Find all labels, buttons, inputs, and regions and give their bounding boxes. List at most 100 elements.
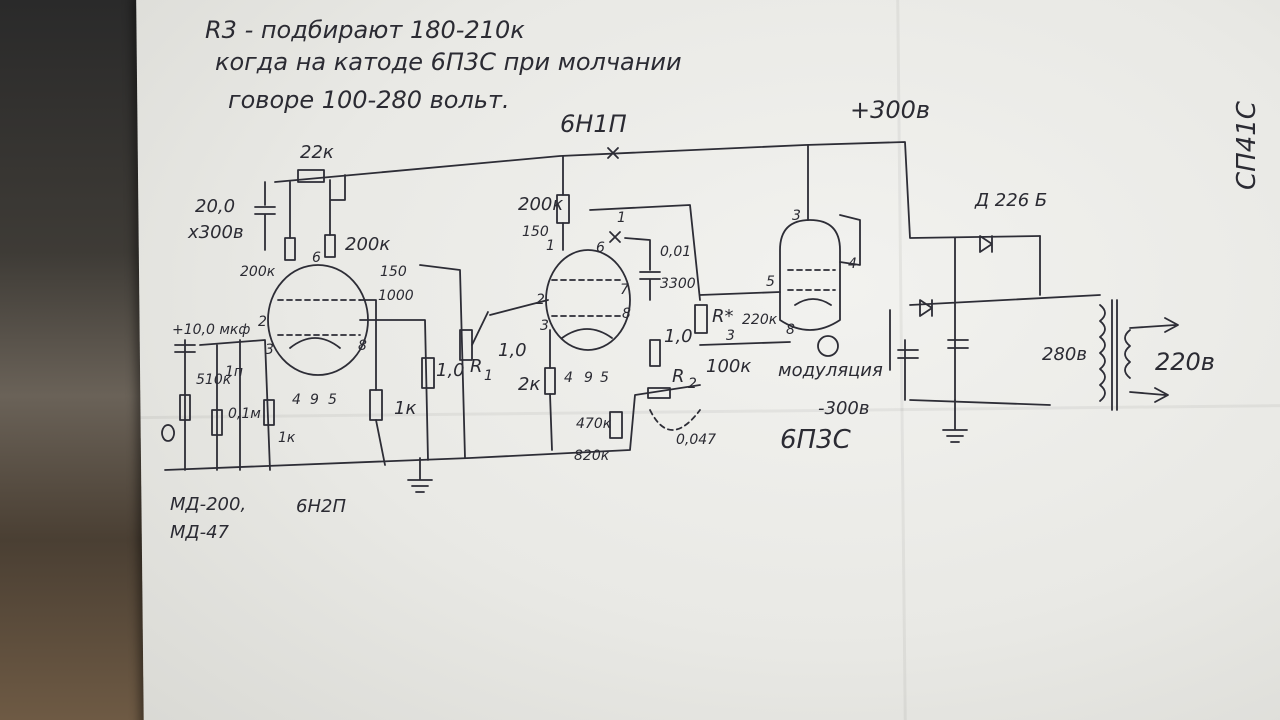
label-200k-b: 200к <box>345 234 390 255</box>
pin: 2 <box>536 292 545 308</box>
capacitor-20 <box>254 181 276 251</box>
resistor-510k <box>179 394 191 421</box>
label-820k: 820к <box>574 448 610 464</box>
pin: 5 <box>328 392 337 408</box>
diode-icon-2 <box>919 299 933 317</box>
cross-mark <box>607 147 619 159</box>
pin: 2 <box>258 314 267 330</box>
cross-mark <box>609 231 621 243</box>
diode-icon <box>979 235 993 253</box>
mic-label-2: МД-47 <box>170 522 230 543</box>
tube-1-envelope <box>267 264 369 376</box>
pin: 8 <box>786 322 795 338</box>
label-1-0-b: 1,0 <box>498 340 527 361</box>
pin: 4 <box>292 392 301 408</box>
stage-2-wires <box>489 204 701 451</box>
label-01m: 0,1м <box>228 406 261 422</box>
transformer-secondary-label: 280в <box>1042 344 1087 365</box>
resistor-r3 <box>694 304 708 334</box>
ground-symbol <box>407 457 433 493</box>
pin: 1 <box>546 238 555 254</box>
transformer-secondary-coil <box>1099 304 1106 402</box>
stage-1-wires <box>359 264 466 466</box>
plus-rail-label: +300в <box>850 96 930 124</box>
label-200k-c: 200к <box>518 194 563 215</box>
psu-wires <box>889 235 1101 406</box>
resistor-22k <box>297 169 325 183</box>
label-1n: 1п <box>225 364 243 380</box>
input-wires <box>199 339 271 471</box>
pin: 7 <box>620 282 629 298</box>
modulation-label: модуляция <box>778 360 883 381</box>
label-r1: R <box>470 356 483 377</box>
label-22k: 22к <box>300 142 334 163</box>
label-001: 0,01 <box>660 244 691 260</box>
minus-rail-label: -300в <box>818 398 869 419</box>
label-1k-a: 1к <box>278 430 296 446</box>
modulation-output-icon <box>817 335 839 357</box>
label-150: 150 <box>380 264 407 280</box>
label-r3-sub: 3 <box>726 328 735 344</box>
label-200k-a: 200к <box>240 264 276 280</box>
capacitor-10mkf <box>174 339 196 471</box>
microphone-icon <box>161 424 175 442</box>
tube-2-heater <box>561 328 613 339</box>
label-3300: 3300 <box>660 276 696 292</box>
tube-1-label: 6Н2П <box>296 496 346 517</box>
tube-1-grids <box>277 299 361 336</box>
pin: 4 <box>848 256 857 272</box>
pin: 9 <box>584 370 593 386</box>
potentiometer-r1-wiper <box>471 311 489 346</box>
mic-label-1: МД-200, <box>170 494 246 515</box>
transformer-primary-coil <box>1124 329 1131 379</box>
pin: 8 <box>358 338 367 354</box>
psu-ground-symbol <box>942 399 968 443</box>
label-1-0-c: 1,0 <box>664 326 693 347</box>
label-r3: R* <box>712 306 734 327</box>
label-r2: R <box>672 366 685 387</box>
pin: 9 <box>310 392 319 408</box>
mains-arrows <box>1129 317 1179 403</box>
label-220k: 220к <box>742 312 778 328</box>
transformer-core <box>1111 299 1118 411</box>
pin: 3 <box>265 342 274 358</box>
resistor-1-0-c <box>649 339 661 367</box>
tube-2-label: 6Н1П <box>560 110 627 138</box>
label-470k: 470к <box>576 416 612 432</box>
wire-anode <box>289 174 346 239</box>
resistor-470k <box>609 411 623 439</box>
side-code: СП41С <box>1232 100 1262 190</box>
label-150-b: 150 <box>522 224 549 240</box>
ground-wire <box>164 384 701 471</box>
label-510k: 510к <box>196 372 232 388</box>
note-line-2: когда на катоде 6П3С при молчании <box>215 48 682 76</box>
pin: 1 <box>617 210 626 226</box>
dashed-connection <box>649 409 701 431</box>
tube-3-heater <box>794 298 832 306</box>
pin: 6 <box>596 240 605 256</box>
resistor-200k-a <box>284 237 296 261</box>
tube-3-wires <box>807 144 861 266</box>
label-1k-b: 1к <box>394 398 416 419</box>
tube-2-envelope <box>545 249 631 351</box>
pin: 6 <box>312 250 321 266</box>
note-line-1: R3 - подбирают 180-210к <box>205 16 525 44</box>
pin: 5 <box>766 274 775 290</box>
pin: 3 <box>540 318 549 334</box>
pin: 8 <box>622 306 631 322</box>
label-r2-sub: 2 <box>688 376 697 392</box>
resistor-200k-b <box>324 234 336 258</box>
label-1000: 1000 <box>378 288 414 304</box>
label-0047: 0,047 <box>676 432 716 448</box>
stage-3-wires <box>699 291 791 346</box>
tube-3-grids <box>787 269 836 291</box>
pin: 5 <box>600 370 609 386</box>
plus-rail-wire <box>274 141 1041 239</box>
label-2k: 2к <box>518 374 540 395</box>
tube-3-label: 6П3С <box>780 425 852 455</box>
label-1-0-a: 1,0 <box>436 360 465 381</box>
label-10mkf: +10,0 мкф <box>172 322 250 338</box>
tube-2-grids <box>551 279 625 317</box>
pin: 3 <box>792 208 801 224</box>
